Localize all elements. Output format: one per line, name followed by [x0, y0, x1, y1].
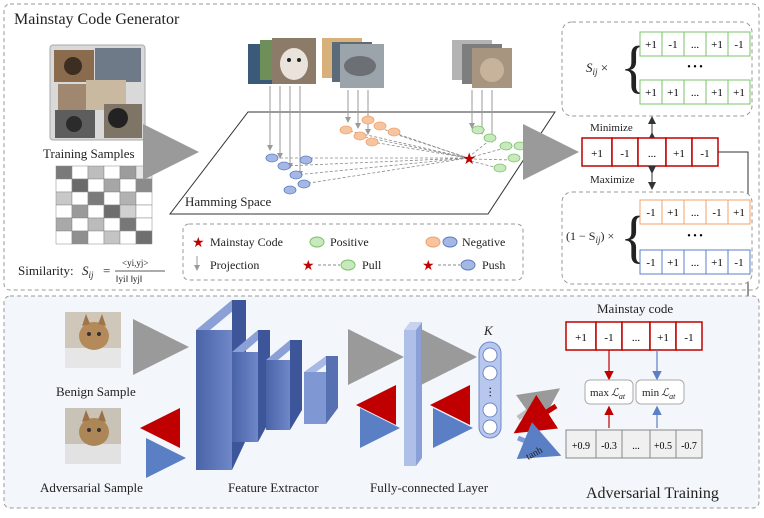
similarity-matrix	[55, 165, 153, 245]
svg-text:...: ...	[691, 39, 700, 51]
fc-layer	[404, 322, 422, 466]
legend-push-star-icon: ★	[422, 259, 435, 274]
svg-text:+1: +1	[733, 207, 745, 219]
maximize-label: Maximize	[590, 174, 635, 186]
svg-text:+1: +1	[657, 332, 669, 344]
output-code: +0.9 -0.3 ... +0.5 -0.7	[565, 429, 703, 459]
adversarial-sample-image	[65, 408, 121, 464]
negative-row-2: -1 +1 ... +1 -1	[639, 249, 751, 275]
benign-sample-image	[65, 312, 121, 368]
adversarial-sample-label: Adversarial Sample	[40, 480, 143, 495]
k-label: K	[483, 323, 494, 338]
mainstay-code-top: +1 -1 ... +1 -1	[581, 137, 719, 167]
svg-text:+1: +1	[667, 207, 679, 219]
bird-image-stack	[322, 38, 384, 88]
svg-text:-1: -1	[712, 207, 721, 219]
negative-row-1: -1 +1 ... -1 +1	[639, 199, 751, 225]
svg-text:+0.9: +0.9	[572, 441, 590, 452]
svg-text:+1: +1	[711, 39, 723, 51]
sij-times-label: Sij ×	[586, 60, 608, 77]
one-minus-sij-label: (1 − Sij) ×	[566, 229, 614, 245]
svg-text:=: =	[103, 263, 110, 278]
svg-text:-1: -1	[646, 257, 655, 269]
svg-text:Projection: Projection	[210, 258, 259, 272]
svg-text:‖yi‖ ‖yj‖: ‖yi‖ ‖yj‖	[116, 274, 142, 284]
svg-text:...: ...	[691, 87, 700, 99]
svg-text:Positive: Positive	[330, 235, 369, 249]
legend-star-icon: ★	[192, 236, 205, 251]
positive-row-1: +1 -1 ... +1 -1	[639, 31, 751, 57]
svg-text:-1: -1	[734, 39, 743, 51]
mainstay-code-title: Mainstay code	[597, 301, 673, 316]
svg-text:<yi,yj>: <yi,yj>	[122, 258, 148, 268]
svg-text:+1: +1	[575, 332, 587, 344]
svg-text:+1: +1	[673, 148, 685, 160]
training-samples-collage	[49, 44, 146, 141]
feature-extractor	[196, 300, 338, 470]
svg-text:+1: +1	[711, 87, 723, 99]
svg-text:-1: -1	[604, 332, 613, 344]
mainstay-star-icon: ★	[462, 151, 476, 168]
svg-text:-1: -1	[668, 39, 677, 51]
svg-text:Pull: Pull	[362, 258, 382, 272]
output-neurons: ⋯	[478, 341, 502, 439]
minimize-label: Minimize	[590, 122, 633, 134]
mainstay-code-bottom: +1 -1 ... +1 -1	[565, 321, 703, 351]
svg-text:-1: -1	[620, 148, 629, 160]
cat-image-stack	[452, 40, 512, 88]
svg-text:+1: +1	[711, 257, 723, 269]
training-samples-label: Training Samples	[43, 146, 135, 161]
legend-push-icon	[460, 259, 476, 271]
adversarial-training-label: Adversarial Training	[586, 485, 719, 502]
k-to-output-blue-arrow	[516, 422, 562, 460]
svg-text:Negative: Negative	[462, 235, 505, 249]
svg-text:Mainstay Code: Mainstay Code	[210, 235, 283, 249]
svg-text:...: ...	[632, 332, 641, 344]
legend-negative-blue-icon	[442, 236, 458, 248]
feature-extractor-label: Feature Extractor	[228, 480, 319, 495]
svg-text:Sij: Sij	[82, 263, 94, 280]
svg-text:-1: -1	[684, 332, 693, 344]
svg-text:...: ...	[648, 148, 657, 160]
svg-text:-0.3: -0.3	[601, 441, 617, 452]
generator-title: Mainstay Code Generator	[14, 11, 180, 28]
svg-text:...: ...	[632, 441, 640, 452]
positive-rows-dots: • • •	[687, 62, 703, 73]
negative-rows-dots: • • •	[687, 231, 703, 242]
hamming-space-label: Hamming Space	[185, 194, 272, 209]
svg-text:...: ...	[691, 207, 700, 219]
svg-text:+1: +1	[591, 148, 603, 160]
svg-text:-1: -1	[700, 148, 709, 160]
legend: ★ Mainstay Code Positive Negative Projec…	[182, 223, 524, 281]
svg-text:-1: -1	[646, 207, 655, 219]
svg-text:+1: +1	[645, 87, 657, 99]
svg-text:+1: +1	[667, 87, 679, 99]
negative-nodes-orange	[339, 115, 401, 147]
fc-layer-label: Fully-connected Layer	[370, 480, 489, 495]
positive-row-2: +1 +1 ... +1 +1	[639, 79, 751, 105]
negative-nodes-blue	[265, 153, 313, 195]
legend-pull-star-icon: ★	[302, 259, 315, 274]
legend-positive-icon	[309, 236, 325, 248]
svg-text:+1: +1	[667, 257, 679, 269]
svg-text:⋯: ⋯	[484, 387, 496, 398]
svg-text:-1: -1	[734, 257, 743, 269]
legend-pull-icon	[340, 259, 356, 271]
svg-text:...: ...	[691, 257, 700, 269]
dog-image-stack	[248, 38, 316, 84]
svg-text:Push: Push	[482, 258, 505, 272]
benign-sample-label: Benign Sample	[56, 384, 136, 399]
svg-text:+1: +1	[733, 87, 745, 99]
legend-negative-orange-icon	[425, 236, 441, 248]
svg-text:+0.5: +0.5	[654, 441, 672, 452]
svg-text:-0.7: -0.7	[681, 441, 697, 452]
svg-text:+1: +1	[645, 39, 657, 51]
similarity-formula: Similarity: Sij = <yi,yj> ‖yi‖ ‖yj‖	[18, 258, 165, 284]
svg-text:Similarity:: Similarity:	[18, 263, 74, 278]
